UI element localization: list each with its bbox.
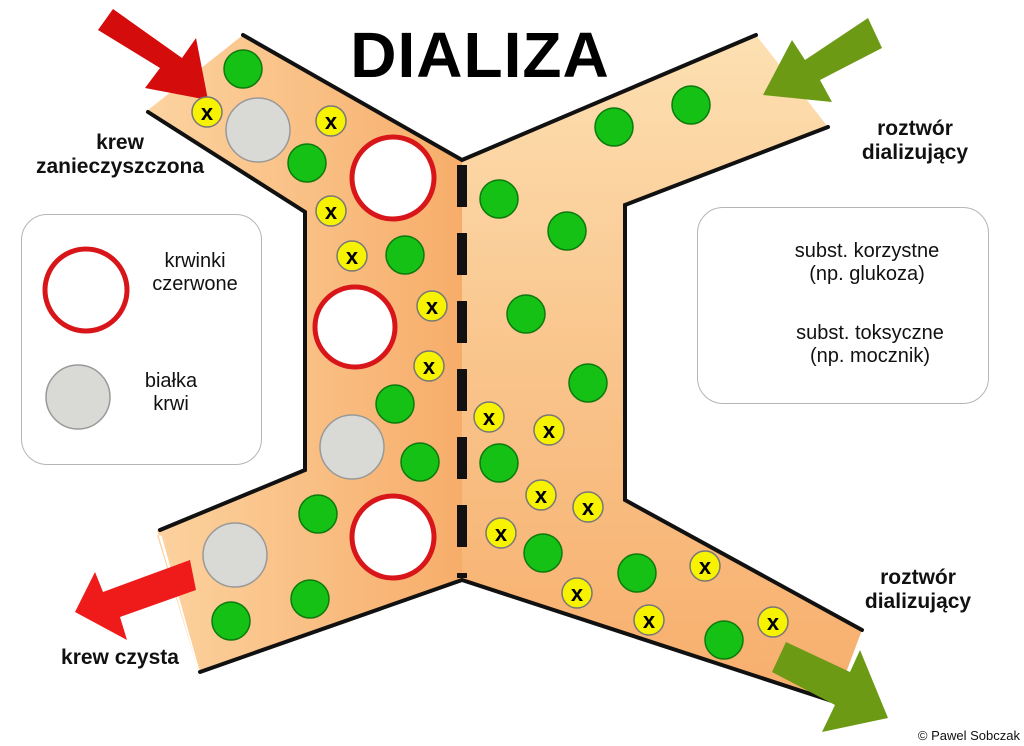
- toxic-substance: x: [191, 96, 223, 128]
- toxic-substance: x: [525, 479, 557, 511]
- legend-useful-label: subst. korzystne (np. glukoza): [794, 240, 940, 285]
- toxic-substance: x: [413, 350, 445, 382]
- svg-text:x: x: [643, 608, 656, 633]
- svg-text:x: x: [699, 554, 712, 579]
- svg-text:x: x: [535, 483, 548, 508]
- svg-text:x: x: [483, 405, 496, 430]
- svg-text:x: x: [582, 495, 595, 520]
- svg-text:x: x: [571, 581, 584, 606]
- arrow-dialysate-in-icon: [763, 18, 882, 102]
- toxic-substance: x: [689, 550, 721, 582]
- arrow-blood-out-icon: [75, 560, 196, 640]
- legend-proteins-label: białka krwi: [144, 370, 198, 415]
- svg-text:x: x: [423, 354, 436, 379]
- toxic-substance: x: [533, 414, 565, 446]
- toxic-substance: x: [757, 606, 789, 638]
- channel-outline: [146, 33, 864, 704]
- toxic-substance: x: [473, 401, 505, 433]
- svg-text:x: x: [495, 521, 508, 546]
- toxic-substance: x: [336, 240, 368, 272]
- label-blood-out: krew czysta: [61, 646, 179, 669]
- useful-substance: [211, 49, 744, 660]
- svg-text:x: x: [346, 244, 359, 269]
- legend-red-cells-label: krwinki czerwone: [152, 250, 238, 295]
- label-dialysate-out: roztwór dializujący: [864, 566, 972, 614]
- toxic-substance: x: [572, 491, 604, 523]
- toxic-substance: x: [633, 604, 665, 636]
- svg-text:x: x: [543, 418, 556, 443]
- toxic-substance: x: [315, 195, 347, 227]
- svg-text:x: x: [325, 109, 338, 134]
- arrow-blood-in-icon: [98, 9, 208, 100]
- toxic-substance: x: [416, 290, 448, 322]
- toxic-substance: x: [315, 105, 347, 137]
- label-dialysate-in: roztwór dializujący: [861, 117, 969, 165]
- svg-text:x: x: [767, 610, 780, 635]
- legend-right: [697, 207, 989, 404]
- dialysate-channel: [462, 35, 862, 702]
- svg-text:x: x: [201, 100, 214, 125]
- label-blood-in: krew zanieczyszczona: [35, 131, 205, 179]
- red-blood-cell: [312, 134, 437, 581]
- svg-text:x: x: [426, 294, 439, 319]
- page-title: DIALIZA: [350, 19, 610, 91]
- copyright: © Pawel Sobczak: [917, 728, 1020, 743]
- legend-toxic-label: subst. toksyczne (np. mocznik): [796, 322, 944, 367]
- toxic-substance: x: [485, 517, 517, 549]
- protein: [202, 97, 385, 588]
- arrow-dialysate-out-icon: [772, 642, 888, 732]
- svg-text:x: x: [325, 199, 338, 224]
- toxic-substance: x: [561, 577, 593, 609]
